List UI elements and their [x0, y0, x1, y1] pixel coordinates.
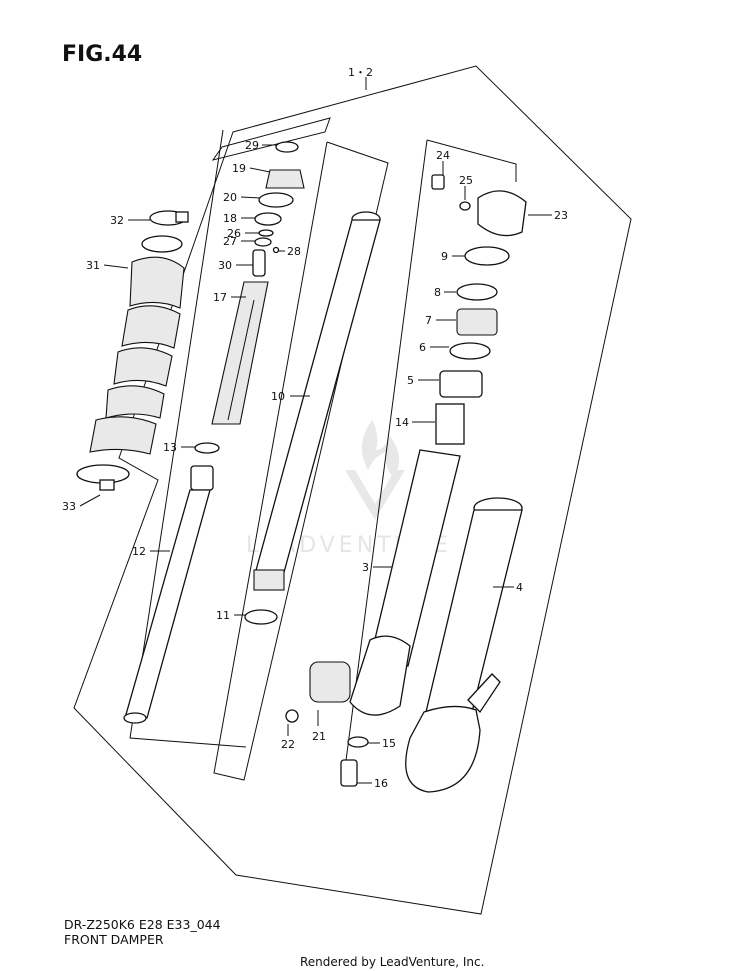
callout-13: 13 [163, 441, 177, 454]
damper-rod [123, 249, 269, 724]
callout-18: 18 [223, 212, 237, 225]
inner-tube [244, 211, 381, 625]
callout-32: 32 [110, 214, 124, 227]
caliper-21 [309, 661, 351, 703]
outer-tube [285, 174, 527, 787]
outline-left-tube [129, 129, 247, 748]
callout-14: 14 [395, 416, 409, 429]
washer-18 [254, 212, 282, 226]
callout-12: 12 [132, 545, 146, 558]
callout-20: 20 [223, 191, 237, 204]
callout-7: 7 [425, 314, 432, 327]
diagram-name: FRONT DAMPER [64, 932, 164, 947]
callout-28: 28 [287, 245, 301, 258]
bush-14 [435, 403, 465, 445]
callout-24: 24 [436, 149, 450, 162]
callout-4: 4 [516, 581, 523, 594]
callout-26: 26 [227, 227, 241, 240]
callout-23: 23 [554, 209, 568, 222]
callout-30: 30 [218, 259, 232, 272]
model-code: DR-Z250K6 E28 E33_044 [64, 917, 221, 932]
clamp-screw [175, 211, 189, 223]
dust-seal-9 [464, 246, 510, 266]
outline-top-left [211, 117, 331, 161]
outline-inner-tube-box [213, 141, 389, 781]
spring-17 [211, 281, 269, 425]
tube-12 [124, 489, 211, 719]
washer-29 [275, 141, 299, 153]
lower-tube [405, 497, 523, 793]
callout-27: 27 [223, 235, 237, 248]
callout-15: 15 [382, 737, 396, 750]
callout-8: 8 [434, 286, 441, 299]
o-ring-20 [258, 192, 294, 208]
assembly-outline [73, 65, 632, 915]
outline-right-top [426, 139, 517, 182]
callout-10: 10 [271, 390, 285, 403]
callout-1-2: 1・2 [348, 66, 373, 79]
callout-17: 17 [213, 291, 227, 304]
ring-8 [456, 283, 498, 301]
outline-right-left-edge [343, 139, 428, 777]
drain-bolt-16 [340, 759, 358, 787]
bolt-24 [431, 174, 445, 190]
tube-3 [369, 449, 461, 667]
figure-title: FIG.44 [62, 42, 143, 67]
callout-5: 5 [407, 374, 414, 387]
rod-nut-30 [252, 249, 266, 277]
washer-15 [347, 736, 369, 748]
bush-5 [439, 370, 483, 398]
bolt-22 [285, 709, 299, 723]
clamp-23 [477, 190, 527, 237]
washer-25 [459, 201, 471, 211]
callout-29: 29 [245, 139, 259, 152]
collar-11 [244, 609, 278, 625]
callout-33: 33 [62, 500, 76, 513]
callout-6: 6 [419, 341, 426, 354]
seal-7 [456, 308, 498, 336]
footer-credit: Rendered by LeadVenture, Inc. [300, 955, 485, 969]
ring-6 [449, 342, 491, 360]
cap-bolt-19 [265, 169, 305, 189]
callout-9: 9 [441, 250, 448, 263]
ring-13 [194, 442, 220, 454]
callout-19: 19 [232, 162, 246, 175]
callout-16: 16 [374, 777, 388, 790]
callout-22: 22 [281, 738, 295, 751]
callout-31: 31 [86, 259, 100, 272]
cap-parts [254, 141, 305, 254]
callouts: 1・2 29 19 20 18 26 27 28 30 17 32 31 13 … [62, 66, 568, 790]
callout-11: 11 [216, 609, 230, 622]
callout-25: 25 [459, 174, 473, 187]
dust-boot [76, 210, 189, 491]
callout-21: 21 [312, 730, 326, 743]
callout-3: 3 [362, 561, 369, 574]
